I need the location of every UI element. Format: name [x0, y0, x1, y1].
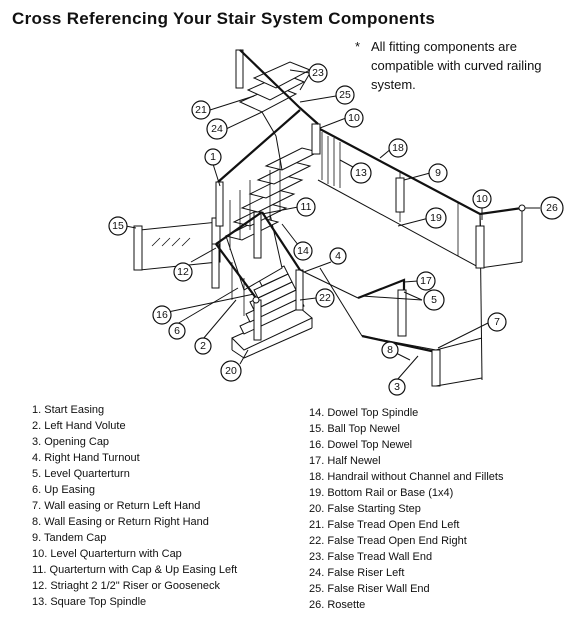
callout-1: 1 [204, 148, 222, 166]
legend-item: 20. False Starting Step [309, 503, 421, 515]
callout-11: 11 [296, 197, 316, 217]
callout-6: 6 [168, 322, 186, 340]
legend-item: 25. False Riser Wall End [309, 583, 430, 595]
legend-right: 14. Dowel Top Spindle 15. Ball Top Newel… [309, 405, 503, 613]
svg-text:3: 3 [394, 381, 400, 393]
legend-item: 12. Striaght 2 1/2" Riser or Gooseneck [32, 580, 220, 592]
legend-item: 10. Level Quarterturn with Cap [32, 548, 182, 560]
legend-item: 8. Wall Easing or Return Right Hand [32, 516, 209, 528]
legend-item: 14. Dowel Top Spindle [309, 407, 419, 419]
svg-text:2: 2 [200, 340, 206, 352]
callout-26: 26 [540, 196, 564, 220]
legend-item: 7. Wall easing or Return Left Hand [32, 500, 201, 512]
callout-5: 5 [423, 289, 445, 311]
callout-23: 23 [308, 63, 328, 83]
lower-landing-railing [357, 278, 483, 387]
svg-text:6: 6 [174, 325, 180, 337]
callout-3: 3 [388, 378, 406, 396]
svg-text:17: 17 [420, 275, 432, 287]
legend-left: 1. Start Easing 2. Left Hand Volute 3. O… [32, 402, 237, 610]
callout-10b: 10 [472, 189, 492, 209]
legend-item: 19. Bottom Rail or Base (1x4) [309, 487, 454, 499]
stair-diagram: 1 2 3 4 5 5 6 7 8 9 10 10 11 12 13 14 15… [108, 49, 564, 396]
svg-text:22: 22 [319, 292, 331, 304]
svg-text:10: 10 [348, 112, 360, 124]
legend-item: 23. False Tread Wall End [309, 551, 433, 563]
compatibility-note: * All fitting components are compatible … [355, 37, 555, 94]
svg-text:18: 18 [392, 142, 404, 154]
svg-text:14: 14 [297, 245, 309, 257]
svg-text:7: 7 [494, 316, 500, 328]
callout-2: 2 [194, 337, 212, 355]
svg-text:13: 13 [355, 167, 367, 179]
legend-item: 1. Start Easing [32, 404, 105, 416]
callout-13: 13 [350, 162, 372, 184]
svg-text:5: 5 [431, 294, 437, 306]
svg-text:23: 23 [312, 67, 324, 79]
legend-item: 4. Right Hand Turnout [32, 452, 140, 464]
note-text: All fitting components are compatible wi… [371, 39, 542, 92]
svg-text:4: 4 [335, 250, 341, 262]
callout-18: 18 [388, 138, 408, 158]
legend-item: 2. Left Hand Volute [32, 420, 126, 432]
svg-text:15: 15 [112, 220, 124, 232]
svg-text:1: 1 [210, 151, 216, 163]
legend-item: 22. False Tread Open End Right [309, 535, 467, 547]
svg-text:20: 20 [225, 365, 237, 377]
legend-item: 15. Ball Top Newel [309, 423, 400, 435]
callout-19: 19 [425, 207, 447, 229]
callout-21: 21 [191, 100, 211, 120]
legend-item: 3. Opening Cap [32, 436, 110, 448]
svg-text:19: 19 [430, 212, 442, 224]
svg-text:24: 24 [211, 123, 223, 135]
svg-text:9: 9 [435, 167, 441, 179]
svg-text:21: 21 [195, 104, 207, 116]
legend-item: 26. Rosette [309, 599, 366, 611]
svg-text:26: 26 [546, 202, 558, 214]
legend-item: 13. Square Top Spindle [32, 596, 147, 608]
note-asterisk: * [355, 39, 361, 54]
balcony-railing [311, 123, 523, 381]
callout-16: 16 [152, 305, 172, 325]
callout-9: 9 [428, 163, 448, 183]
rosette-mark [518, 204, 526, 212]
svg-text:8: 8 [387, 344, 393, 356]
svg-text:25: 25 [339, 89, 351, 101]
callout-4: 4 [329, 247, 347, 265]
callout-22: 22 [315, 288, 335, 308]
leader-lines [125, 69, 540, 381]
upper-stair-flight [224, 61, 320, 241]
legend-item: 6. Up Easing [32, 484, 95, 496]
callout-7: 7 [487, 312, 507, 332]
legend-item: 9. Tandem Cap [32, 532, 107, 544]
legend-item: 11. Quarterturn with Cap & Up Easing Lef… [32, 564, 238, 576]
volute-mark [252, 296, 260, 304]
legend-item: 5. Level Quarterturn [32, 468, 130, 480]
legend-item: 17. Half Newel [309, 455, 381, 467]
legend-item: 24. False Riser Left [309, 567, 405, 579]
svg-text:11: 11 [301, 201, 312, 213]
callout-8: 8 [381, 341, 399, 359]
callout-12: 12 [173, 262, 193, 282]
stair-newels-and-rail [211, 49, 363, 341]
callout-15: 15 [108, 216, 128, 236]
callout-17: 17 [416, 271, 436, 291]
legend-item: 21. False Tread Open End Left [309, 519, 460, 531]
svg-text:12: 12 [177, 266, 189, 278]
legend-item: 18. Handrail without Channel and Fillets [309, 471, 504, 483]
svg-text:10: 10 [476, 193, 488, 205]
callout-24: 24 [206, 118, 228, 140]
legend-item: 16. Dowel Top Newel [309, 439, 413, 451]
callout-25: 25 [335, 85, 355, 105]
callout-14: 14 [293, 241, 313, 261]
callout-10: 10 [344, 108, 364, 128]
diagram-title: Cross Referencing Your Stair System Comp… [12, 9, 436, 28]
left-small-stair [133, 217, 221, 271]
svg-text:16: 16 [156, 309, 168, 321]
callout-20: 20 [220, 360, 242, 382]
